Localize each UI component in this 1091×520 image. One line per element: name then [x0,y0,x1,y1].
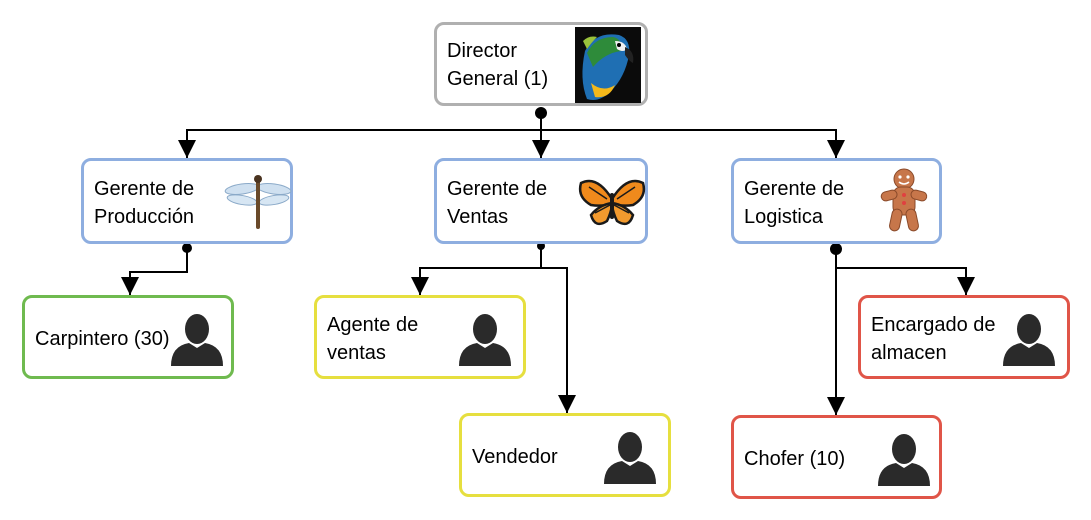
node-chofer[interactable]: Chofer (10) [731,415,942,499]
node-gerente-ventas[interactable]: Gerente de Ventas [434,158,648,244]
person-silhouette-icon [459,314,511,366]
connector-dot-produccion [182,243,192,253]
node-agente-ventas-label: Agente de ventas [327,314,419,364]
node-vendedor[interactable]: Vendedor [459,413,671,497]
node-gerente-logistica[interactable]: Gerente de Logistica [731,158,942,244]
node-gerente-ventas-label: Gerente de Ventas [447,178,548,228]
node-agente-ventas[interactable]: Agente de ventas [314,295,526,379]
node-encargado-almacen[interactable]: Encargado de almacen [858,295,1070,379]
node-encargado-almacen-label: Encargado de almacen [871,314,996,364]
edge-produccion-carpintero [121,246,188,295]
node-vendedor-label: Vendedor [472,446,558,468]
connector-dot-ventas [537,242,545,250]
dragonfly-icon [224,175,292,229]
connector-dot-logistica [830,243,842,255]
person-silhouette-icon [604,432,656,484]
node-director-general[interactable]: Director General (1) [434,22,648,106]
person-silhouette-icon [171,314,223,366]
person-silhouette-icon [1003,314,1055,366]
gingerbread-man-icon [880,168,928,232]
node-director-general-label: Director General (1) [447,40,549,90]
node-gerente-logistica-label: Gerente de Logistica [744,178,845,228]
edge-director-logistica [541,129,845,158]
person-silhouette-icon [878,434,930,486]
edge-ventas-agente [411,246,542,295]
parrot-icon [575,27,641,103]
node-carpintero-label: Carpintero (30) [35,328,170,350]
edge-director-produccion [178,113,542,158]
connector-dot-director [535,107,547,119]
node-chofer-label: Chofer (10) [744,448,846,470]
edge-logistica-encargado [835,249,975,295]
node-gerente-produccion-label: Gerente de Producción [94,178,195,228]
node-carpintero[interactable]: Carpintero (30) [22,295,234,379]
edge-ventas-vendedor [541,267,576,413]
butterfly-icon [578,179,646,226]
node-gerente-produccion[interactable]: Gerente de Producción [81,158,293,244]
